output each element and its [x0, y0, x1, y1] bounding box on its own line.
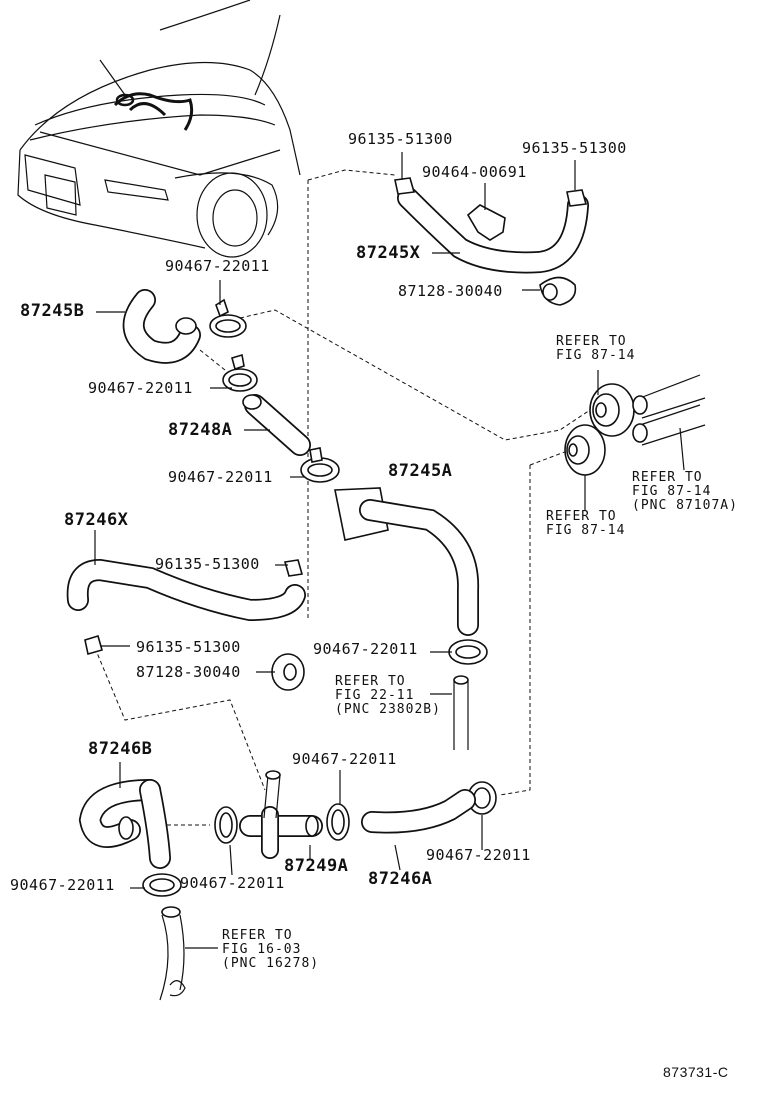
- ref-note-fig-22-11: REFER TO FIG 22-11 (PNC 23802B): [335, 674, 441, 717]
- part-label-87245a: 87245A: [388, 461, 453, 481]
- part-label-96135-51300: 96135-51300: [136, 638, 241, 656]
- part-label-96135-51300: 96135-51300: [522, 139, 627, 157]
- part-label-87128-30040: 87128-30040: [136, 663, 241, 681]
- part-label-90467-22011: 90467-22011: [88, 379, 193, 397]
- tee-87249a: [239, 770, 323, 859]
- part-label-90467-22011: 90467-22011: [165, 257, 270, 275]
- part-label-90467-22011: 90467-22011: [313, 640, 418, 658]
- part-label-87245b: 87245B: [20, 301, 85, 321]
- part-label-87245x: 87245X: [356, 243, 421, 263]
- part-label-90467-22011: 90467-22011: [292, 750, 397, 768]
- part-label-96135-51300: 96135-51300: [155, 555, 260, 573]
- hose-87245b: [122, 289, 201, 364]
- hose-87248a: [242, 394, 311, 456]
- part-label-90467-22011: 90467-22011: [168, 468, 273, 486]
- part-label-87246a: 87246A: [368, 869, 433, 889]
- part-label-96135-51300: 96135-51300: [348, 130, 453, 148]
- part-label-87246b: 87246B: [88, 739, 153, 759]
- ref-note-fig-87-14: REFER TO FIG 87-14: [556, 334, 636, 363]
- heater-core-pipes: [564, 374, 706, 476]
- pipe-fig-16-03: [159, 906, 186, 1001]
- part-label-90464-00691: 90464-00691: [422, 163, 527, 181]
- part-label-90467-22011: 90467-22011: [180, 874, 285, 892]
- ref-note-fig-16-03: REFER TO FIG 16-03 (PNC 16278): [222, 928, 320, 971]
- hose-87245a: [334, 487, 480, 636]
- ref-note-fig-87-14-pnc: REFER TO FIG 87-14 (PNC 87107A): [632, 470, 738, 513]
- hose-87245x: [394, 177, 589, 306]
- part-label-87128-30040: 87128-30040: [398, 282, 503, 300]
- part-label-87249a: 87249A: [284, 856, 349, 876]
- diagram-code: 873731-C: [663, 1064, 729, 1080]
- part-label-90467-22011: 90467-22011: [10, 876, 115, 894]
- hose-87246b: [78, 779, 171, 869]
- part-label-87246x: 87246X: [64, 510, 129, 530]
- ref-note-fig-87-14: REFER TO FIG 87-14: [546, 509, 626, 538]
- part-label-90467-22011: 90467-22011: [426, 846, 531, 864]
- clamps: [142, 298, 497, 897]
- part-label-87248a: 87248A: [168, 420, 233, 440]
- leader-lines: [94, 152, 685, 949]
- car-illustration: [17, 0, 301, 258]
- hose-87246a: [361, 789, 476, 834]
- dashed-guide-lines: [94, 169, 591, 826]
- pipe-fig-22-11: [453, 675, 469, 750]
- hose-87246x: [66, 558, 306, 691]
